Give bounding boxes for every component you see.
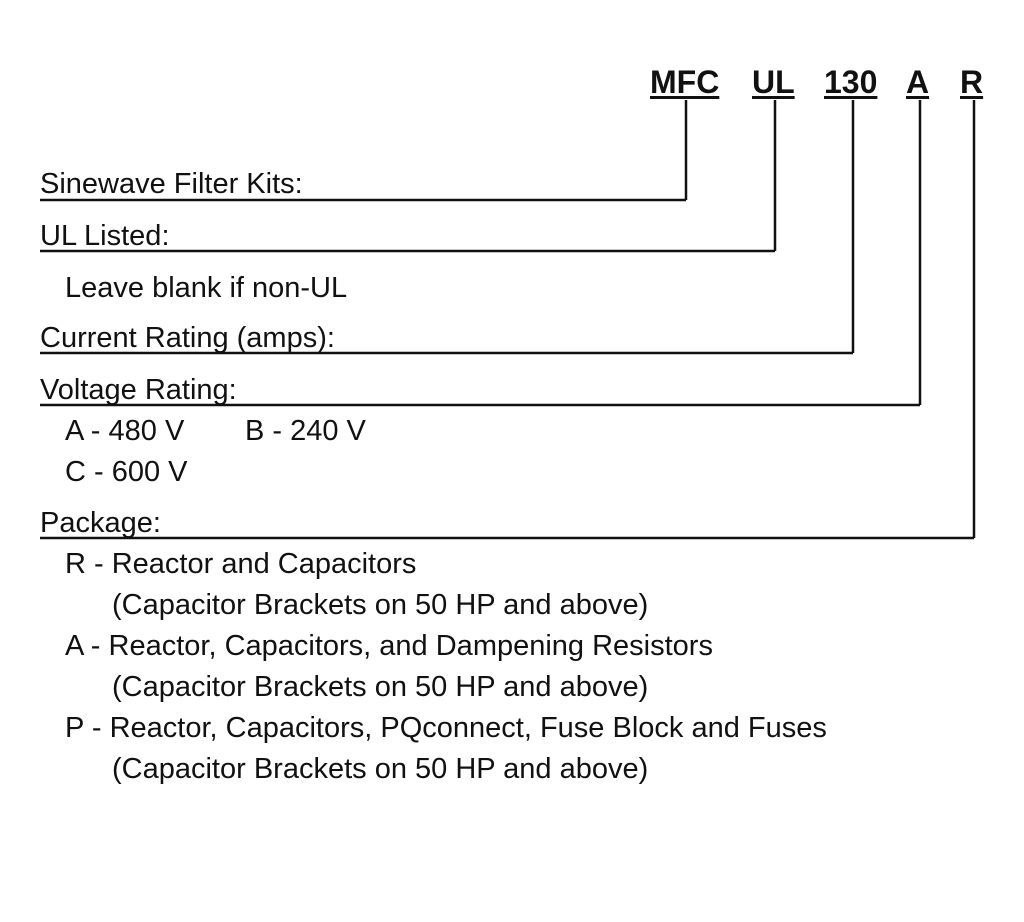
package-option-r: R - Reactor and Capacitors — [65, 548, 417, 580]
package-option-p-detail: (Capacitor Brackets on 50 HP and above) — [112, 753, 649, 785]
package-option-a: A - Reactor, Capacitors, and Dampening R… — [65, 630, 713, 662]
voltage-option-c: C - 600 V — [65, 456, 188, 488]
label-ul-listed: UL Listed: — [40, 220, 170, 252]
voltage-option-b: B - 240 V — [245, 415, 366, 447]
label-voltage-rating: Voltage Rating: — [40, 374, 237, 406]
code-segment-voltage: A — [906, 64, 930, 100]
voltage-option-a: A - 480 V — [65, 415, 185, 447]
code-segment-mfc: MFC — [650, 64, 720, 100]
label-current-rating: Current Rating (amps): — [40, 322, 335, 354]
package-option-r-detail: (Capacitor Brackets on 50 HP and above) — [112, 589, 649, 621]
code-segment-current: 130 — [824, 64, 878, 100]
package-option-p: P - Reactor, Capacitors, PQconnect, Fuse… — [65, 712, 827, 744]
ul-note: Leave blank if non-UL — [65, 272, 348, 304]
label-package: Package: — [40, 507, 161, 539]
code-segment-ul: UL — [752, 64, 795, 100]
package-option-a-detail: (Capacitor Brackets on 50 HP and above) — [112, 671, 649, 703]
code-segment-package: R — [960, 64, 984, 100]
label-filter-kits: Sinewave Filter Kits: — [40, 168, 303, 200]
